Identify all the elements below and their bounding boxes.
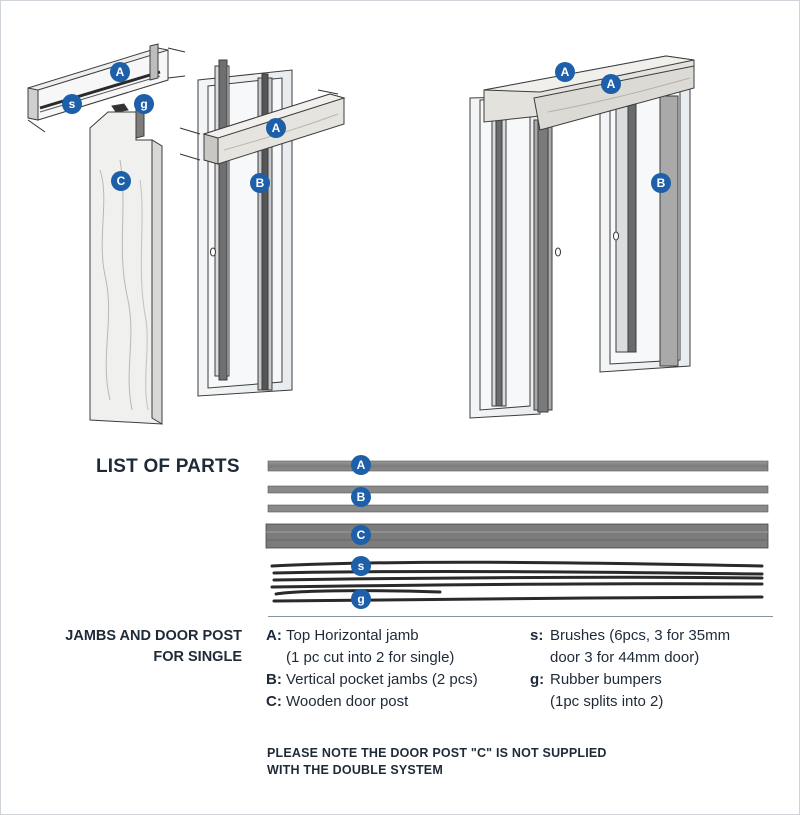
divider-line xyxy=(268,616,773,617)
section-title: JAMBS AND DOOR POST FOR SINGLE xyxy=(20,626,242,668)
part-key: B: xyxy=(266,671,282,688)
svg-text:g: g xyxy=(140,97,147,111)
badge-c-list: C xyxy=(351,525,371,545)
part-key: s: xyxy=(530,627,544,644)
bar-b-upper xyxy=(267,485,769,494)
single-system-illustration xyxy=(27,43,346,425)
part-s: s: Brushes (6pcs, 3 for 35mm door 3 for … xyxy=(530,625,730,669)
part-key: C: xyxy=(266,693,282,710)
badge-a-single-jamb: A xyxy=(266,118,286,138)
part-g: g: Rubber bumpers (1pc splits into 2) xyxy=(530,669,730,713)
svg-text:A: A xyxy=(116,65,125,79)
top-horizontal-jamb-double xyxy=(483,55,695,131)
section-title-line1: JAMBS AND DOOR POST xyxy=(65,628,242,644)
svg-text:s: s xyxy=(358,559,365,573)
brush-strips xyxy=(270,560,764,603)
badge-c: C xyxy=(111,171,131,191)
part-a: A: Top Horizontal jamb (1 pc cut into 2 … xyxy=(266,625,478,669)
supply-note-line1: PLEASE NOTE THE DOOR POST "C" IS NOT SUP… xyxy=(267,746,607,760)
badge-a-double-back: A xyxy=(555,62,575,82)
part-description: Wooden door post xyxy=(286,693,409,710)
badge-a-double-front: A xyxy=(601,74,621,94)
part-key: A: xyxy=(266,627,282,644)
badge-g-list: g xyxy=(351,589,371,609)
part-description-continued: door 3 for 44mm door) xyxy=(550,649,700,666)
svg-text:A: A xyxy=(272,121,281,135)
wooden-door-post xyxy=(89,111,163,425)
svg-text:C: C xyxy=(357,528,366,542)
supply-note: PLEASE NOTE THE DOOR POST "C" IS NOT SUP… xyxy=(267,745,607,779)
bar-c xyxy=(265,523,769,549)
svg-text:B: B xyxy=(256,176,265,190)
double-system-illustration xyxy=(469,55,695,419)
badge-s: s xyxy=(62,94,82,114)
list-of-parts-title: LIST OF PARTS xyxy=(96,456,240,477)
part-description-continued: (1 pc cut into 2 for single) xyxy=(286,649,455,666)
part-description: Rubber bumpers xyxy=(550,671,662,688)
badge-group: A s g A C B A A B A B C s g xyxy=(62,62,671,609)
svg-text:s: s xyxy=(69,97,76,111)
svg-text:C: C xyxy=(117,174,126,188)
bar-b-lower xyxy=(267,504,769,513)
part-description-continued: (1pc splits into 2) xyxy=(550,693,664,710)
part-description: Brushes (6pcs, 3 for 35mm xyxy=(550,627,731,644)
svg-text:A: A xyxy=(357,458,366,472)
part-b: B: Vertical pocket jambs (2 pcs) xyxy=(266,669,478,691)
part-description: Vertical pocket jambs (2 pcs) xyxy=(286,671,478,688)
badge-g: g xyxy=(134,94,154,114)
badge-b-double: B xyxy=(651,173,671,193)
badge-a-top-channel: A xyxy=(110,62,130,82)
part-c: C: Wooden door post xyxy=(266,691,478,713)
section-title-line2: FOR SINGLE xyxy=(153,649,242,665)
svg-text:A: A xyxy=(561,65,570,79)
svg-text:g: g xyxy=(357,592,364,606)
parts-bars xyxy=(265,460,769,603)
bar-a xyxy=(267,460,769,472)
part-description: Top Horizontal jamb xyxy=(286,627,419,644)
svg-text:B: B xyxy=(357,490,366,504)
badge-b-list: B xyxy=(351,487,371,507)
part-key: g: xyxy=(530,671,545,688)
badge-b-single: B xyxy=(250,173,270,193)
svg-text:B: B xyxy=(657,176,666,190)
supply-note-line2: WITH THE DOUBLE SYSTEM xyxy=(267,763,443,777)
badge-s-list: s xyxy=(351,556,371,576)
svg-text:A: A xyxy=(607,77,616,91)
badge-a-list: A xyxy=(351,455,371,475)
parts-list-right: s: Brushes (6pcs, 3 for 35mm door 3 for … xyxy=(530,625,730,713)
parts-list-left: A: Top Horizontal jamb (1 pc cut into 2 … xyxy=(266,625,478,713)
